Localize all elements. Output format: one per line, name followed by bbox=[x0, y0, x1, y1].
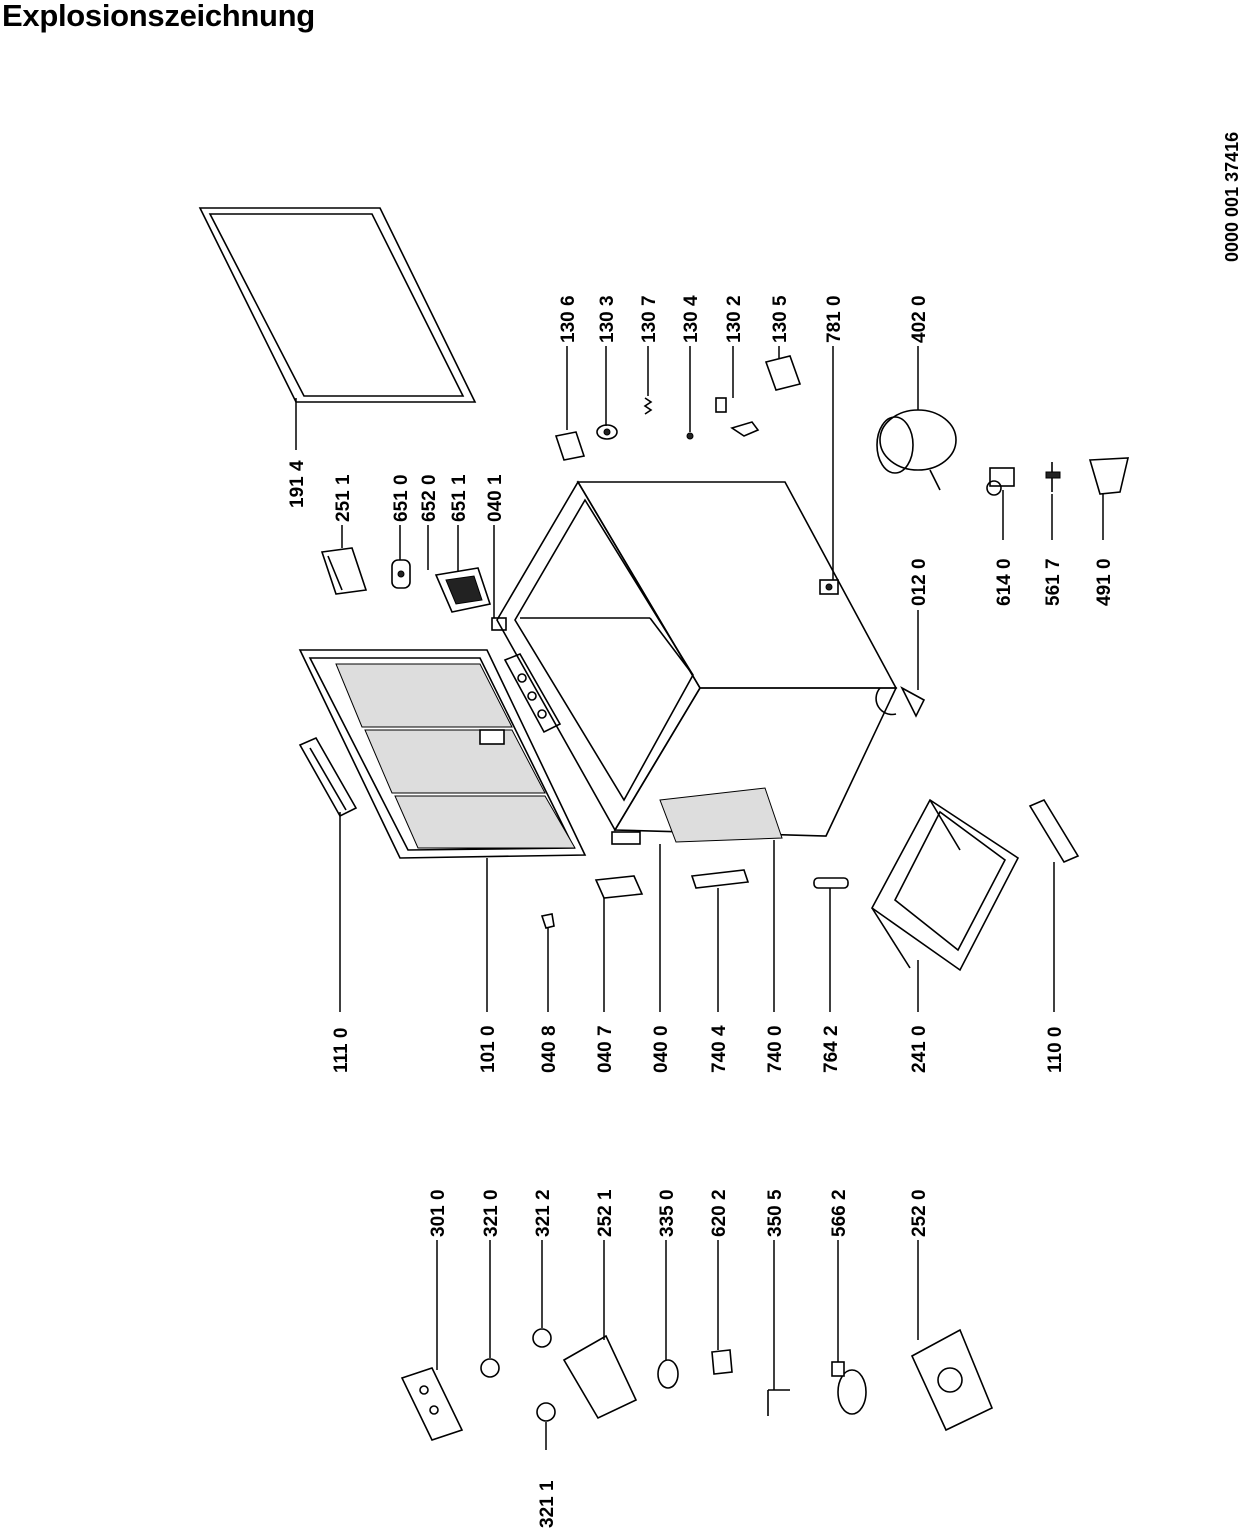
label-130-3: 130 3 bbox=[597, 295, 618, 343]
latch-part-781-0 bbox=[819, 579, 839, 595]
drier-part-764-2 bbox=[813, 877, 849, 889]
hinge-cover-part-040-7 bbox=[594, 875, 644, 899]
label-350-5: 350 5 bbox=[765, 1189, 786, 1237]
label-335-0: 335 0 bbox=[657, 1189, 678, 1237]
evaporator-part bbox=[659, 787, 783, 843]
lid-part bbox=[298, 649, 587, 859]
fitting-part-130-5 bbox=[764, 355, 802, 391]
foot-part-012-0 bbox=[875, 686, 926, 718]
fitting-part-130-2 bbox=[715, 397, 760, 437]
label-781-0: 781 0 bbox=[824, 295, 845, 343]
clip-part-040-8 bbox=[540, 913, 555, 929]
label-040-8: 040 8 bbox=[539, 1025, 560, 1073]
label-491-0: 491 0 bbox=[1094, 558, 1115, 606]
lamp-part-651-0 bbox=[391, 559, 411, 589]
label-110-0: 110 0 bbox=[1045, 1027, 1066, 1074]
lid-handle-part-111-0 bbox=[298, 736, 358, 818]
label-040-7: 040 7 bbox=[595, 1025, 616, 1073]
part-labels: 191 4 251 1 651 0 652 0 651 1 040 1 130 … bbox=[287, 295, 1115, 1528]
fitting-part-130-4 bbox=[686, 432, 694, 440]
label-130-7: 130 7 bbox=[639, 295, 660, 343]
label-321-0: 321 0 bbox=[481, 1189, 502, 1237]
coil-part-566-2 bbox=[831, 1361, 867, 1415]
label-040-1: 040 1 bbox=[485, 474, 506, 522]
label-321-1: 321 1 bbox=[537, 1480, 558, 1528]
label-740-4: 740 4 bbox=[709, 1025, 730, 1073]
label-101-0: 101 0 bbox=[478, 1025, 499, 1073]
label-241-0: 241 0 bbox=[909, 1025, 930, 1073]
control-panel-part bbox=[503, 652, 562, 734]
label-651-0: 651 0 bbox=[391, 474, 412, 522]
control-housing-part-301-0 bbox=[400, 1367, 464, 1441]
bracket-part-740-4 bbox=[690, 869, 750, 889]
spring-part-335-0 bbox=[657, 1359, 679, 1389]
knob-part-321-0 bbox=[480, 1358, 500, 1378]
label-740-0: 740 0 bbox=[765, 1025, 786, 1073]
cabinet-body-part bbox=[496, 480, 898, 837]
bar-part-110-0 bbox=[1028, 798, 1080, 864]
label-620-2: 620 2 bbox=[709, 1189, 730, 1237]
label-251-1: 251 1 bbox=[333, 474, 354, 522]
label-301-0: 301 0 bbox=[428, 1189, 449, 1237]
label-252-0: 252 0 bbox=[909, 1189, 930, 1237]
fitting-part-130-7 bbox=[643, 397, 653, 415]
label-130-6: 130 6 bbox=[558, 295, 579, 343]
label-402-0: 402 0 bbox=[909, 295, 930, 343]
handle-part-251-1 bbox=[320, 547, 368, 595]
lid-gasket-part bbox=[198, 207, 477, 403]
fitting-part-130-6 bbox=[554, 431, 586, 461]
cover-part-491-0 bbox=[1088, 457, 1130, 495]
fitting-part-130-3 bbox=[596, 424, 618, 440]
part-350-5 bbox=[767, 1389, 790, 1416]
page-title: Explosionszeichnung bbox=[2, 0, 315, 33]
label-651-1: 651 1 bbox=[449, 474, 470, 522]
knob-part-321-2 bbox=[532, 1328, 552, 1348]
label-040-0: 040 0 bbox=[651, 1025, 672, 1073]
relay-part-614-0 bbox=[986, 467, 1015, 496]
thermostat-housing-part-252-1 bbox=[562, 1334, 638, 1420]
knob-part-321-1 bbox=[536, 1402, 556, 1422]
label-111-0: 111 0 bbox=[331, 1028, 352, 1073]
basket-part-241-0 bbox=[870, 798, 1020, 972]
leader-lines bbox=[295, 346, 1104, 1450]
label-252-1: 252 1 bbox=[595, 1189, 616, 1237]
part-620-2 bbox=[711, 1349, 733, 1375]
label-561-7: 561 7 bbox=[1043, 558, 1064, 606]
valve-part-561-7 bbox=[1045, 462, 1061, 492]
thermostat-part-252-0 bbox=[910, 1328, 994, 1432]
label-191-4: 191 4 bbox=[287, 460, 308, 508]
label-614-0: 614 0 bbox=[994, 558, 1015, 606]
label-012-0: 012 0 bbox=[909, 558, 930, 606]
label-321-2: 321 2 bbox=[533, 1189, 554, 1237]
lamp-cover-part-651-1 bbox=[434, 567, 492, 613]
label-652-0: 652 0 bbox=[419, 474, 440, 522]
hinge-part-040-0 bbox=[611, 831, 641, 845]
label-130-4: 130 4 bbox=[681, 295, 702, 343]
label-764-2: 764 2 bbox=[821, 1025, 842, 1073]
label-130-2: 130 2 bbox=[724, 295, 745, 343]
label-566-2: 566 2 bbox=[829, 1189, 850, 1237]
label-130-5: 130 5 bbox=[770, 295, 791, 343]
compressor-part-402-0 bbox=[876, 409, 957, 491]
